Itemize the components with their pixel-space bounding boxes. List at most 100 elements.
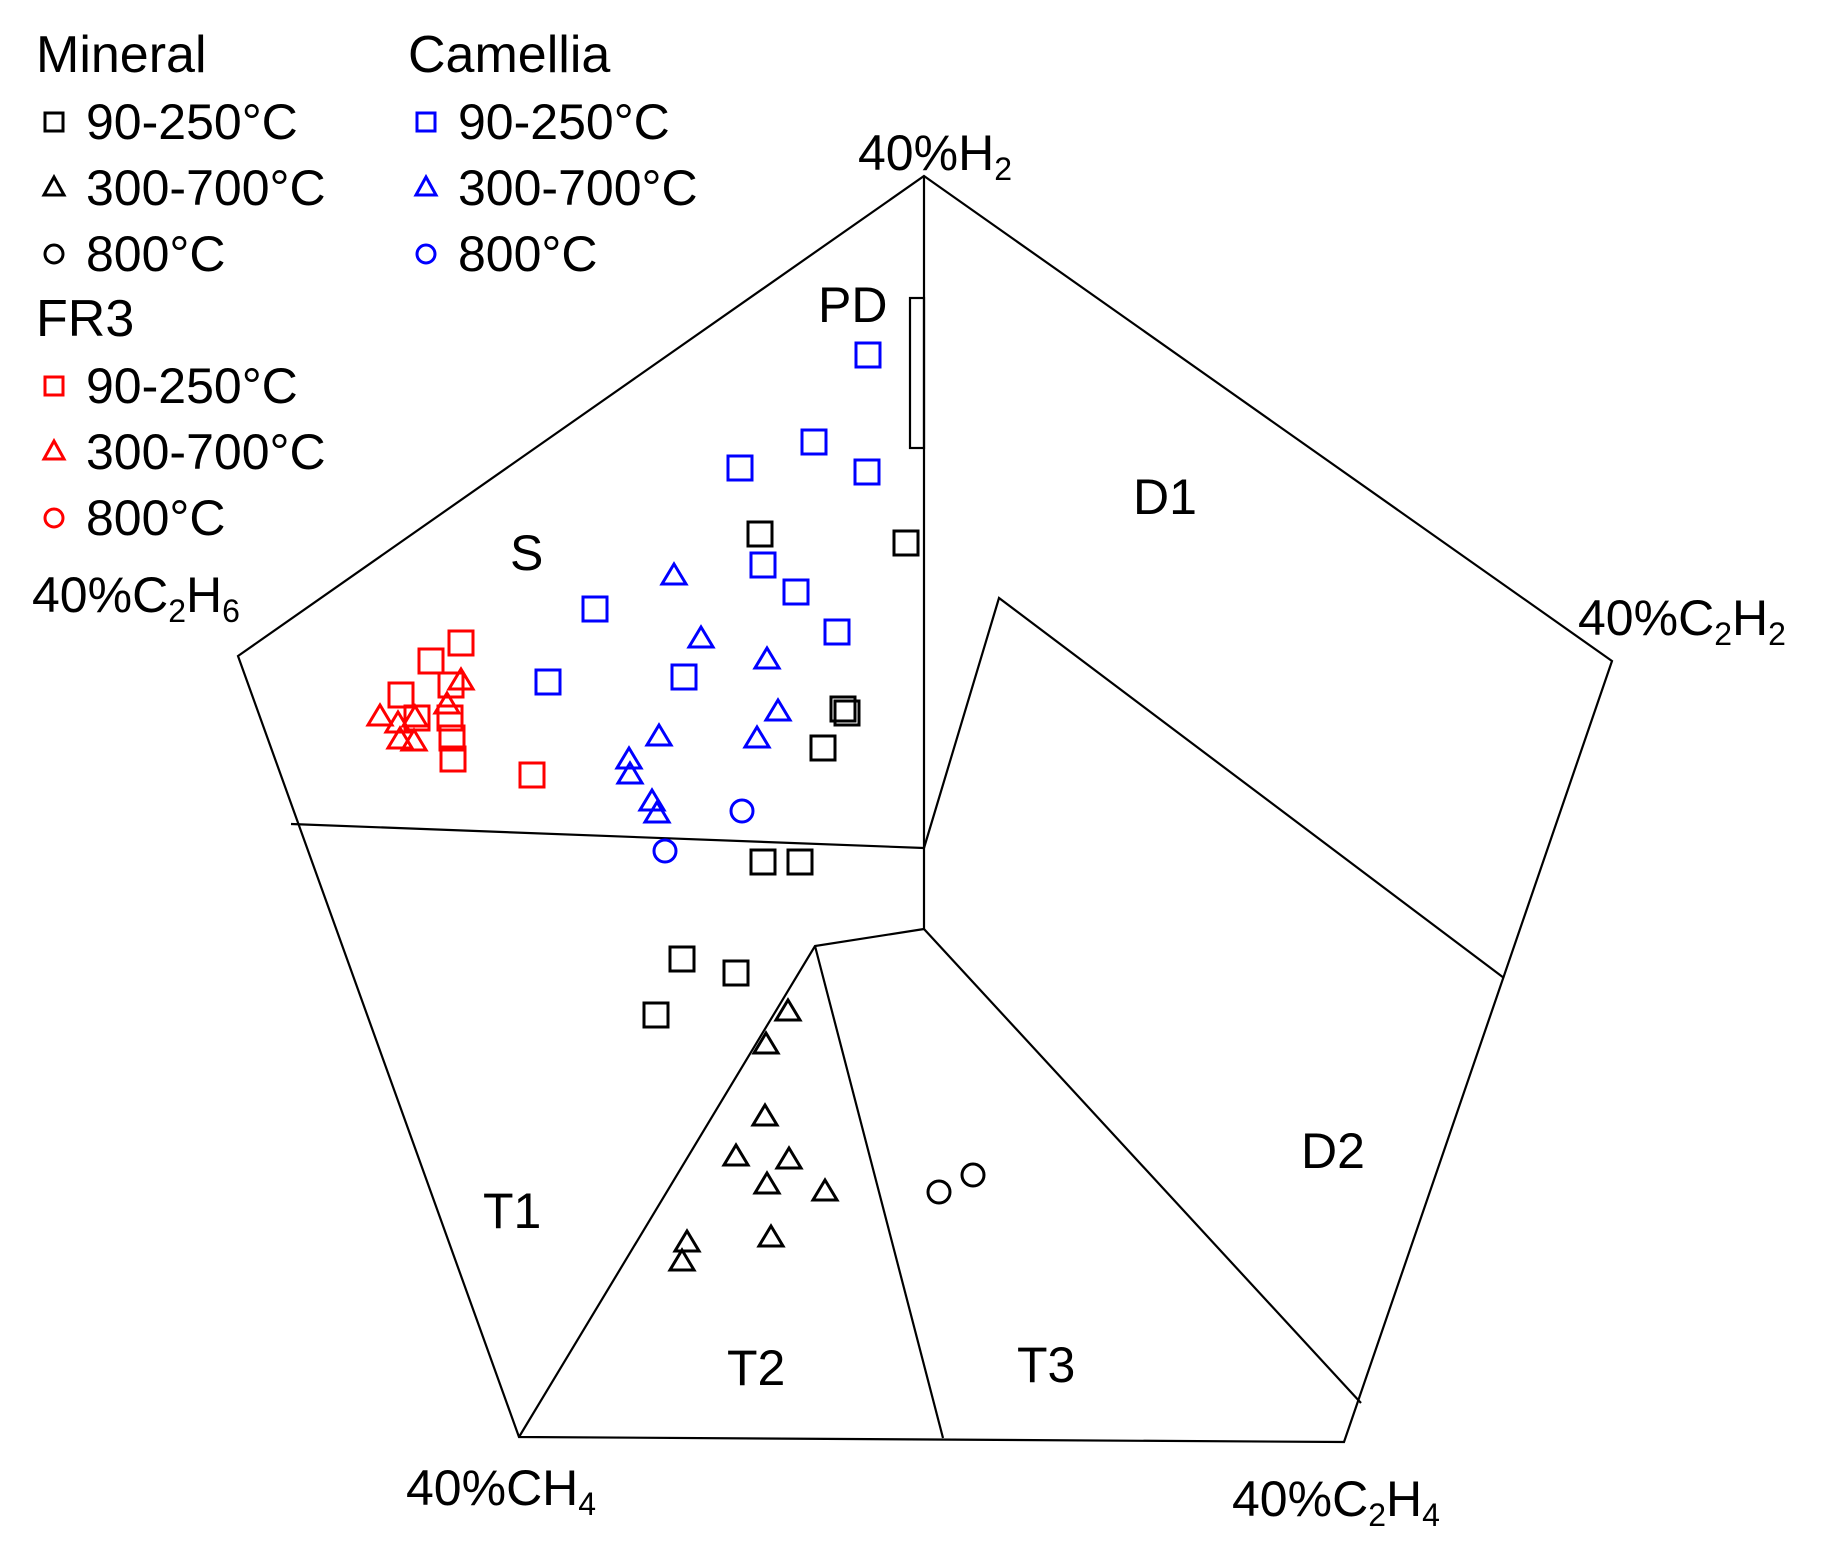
mineral-triangle-point — [672, 1228, 702, 1253]
fr3-triangle-point — [400, 703, 430, 728]
camellia-triangle-point — [686, 624, 716, 649]
fr3-square-point — [447, 629, 475, 657]
zone-labels: PD S D1 D2 T1 T2 T3 — [483, 277, 1365, 1396]
camellia-square-point — [854, 341, 882, 369]
data-points — [365, 341, 986, 1272]
pd-zone-box — [908, 296, 926, 450]
mineral-triangle-point — [773, 997, 803, 1022]
zone-label-s: S — [510, 525, 543, 581]
fr3-square-point — [518, 761, 546, 789]
fr3-square-point — [387, 681, 415, 709]
camellia-triangle-point — [642, 799, 672, 824]
camellia-triangle-point — [644, 722, 674, 747]
legend-marker-circle-icon — [43, 507, 65, 529]
mineral-triangle-point — [810, 1177, 840, 1202]
legend-item-label: 300-700°C — [86, 160, 326, 216]
fr3-square-point — [417, 647, 445, 675]
legend-item-label: 800°C — [458, 226, 598, 282]
legend-group-mineral: Mineral 90-250°C 300-700°C 800°C — [36, 26, 326, 282]
boundary-d1-d2 — [922, 596, 1505, 979]
legend-item-label: 90-250°C — [458, 94, 670, 150]
mineral-square-point — [892, 529, 920, 557]
mineral-triangle-point — [774, 1145, 804, 1170]
camellia-square-point — [581, 595, 609, 623]
fr3-square-point — [439, 745, 467, 773]
mineral-square-point — [833, 699, 861, 727]
legend-item-label: 90-250°C — [86, 358, 298, 414]
mineral-triangle-point — [750, 1102, 780, 1127]
zone-label-d2: D2 — [1301, 1123, 1365, 1179]
camellia-square-point — [670, 663, 698, 691]
mineral-square-point — [746, 520, 774, 548]
mineral-square-point — [722, 959, 750, 987]
camellia-square-point — [853, 458, 881, 486]
legend-marker-circle-icon — [415, 243, 437, 265]
mineral-square-point — [809, 734, 837, 762]
vertex-label-h2: 40%H2 — [858, 125, 1012, 187]
zone-label-d1: D1 — [1133, 469, 1197, 525]
camellia-triangle-point — [742, 724, 772, 749]
legend-marker-triangle-icon — [41, 437, 67, 461]
legend: Mineral 90-250°C 300-700°C 800°C FR3 90-250°C… — [36, 26, 698, 546]
legend-marker-square-icon — [43, 375, 65, 397]
camellia-triangle-point — [659, 561, 689, 586]
zone-label-t2: T2 — [727, 1340, 785, 1396]
mineral-square-point — [786, 848, 814, 876]
camellia-triangle-point — [615, 760, 645, 785]
mineral-square-point — [668, 945, 696, 973]
legend-item-label: 800°C — [86, 490, 226, 546]
legend-group-fr3: FR3 90-250°C 300-700°C 800°C — [36, 290, 326, 546]
mineral-triangle-point — [667, 1247, 697, 1272]
legend-marker-square-icon — [43, 111, 65, 133]
legend-marker-triangle-icon — [413, 173, 439, 197]
mineral-circle-point — [960, 1162, 986, 1188]
fr3-triangle-point — [399, 727, 429, 752]
camellia-triangle-point — [763, 697, 793, 722]
vertex-labels: 40%H2 40%C2H6 40%C2H2 40%CH4 40%C2H4 — [32, 125, 1786, 1533]
zone-label-t1: T1 — [483, 1183, 541, 1239]
legend-marker-triangle-icon — [41, 173, 67, 197]
camellia-square-point — [534, 668, 562, 696]
mineral-square-point — [749, 848, 777, 876]
zone-label-pd: PD — [818, 277, 887, 333]
vertex-label-c2h6: 40%C2H6 — [32, 567, 240, 629]
boundary-t2-t3 — [813, 945, 945, 1439]
vertex-label-ch4: 40%CH4 — [406, 1460, 596, 1522]
camellia-triangle-point — [614, 745, 644, 770]
mineral-square-point — [642, 1001, 670, 1029]
camellia-square-point — [800, 428, 828, 456]
camellia-triangle-point — [752, 645, 782, 670]
fr3-triangle-point — [446, 666, 476, 691]
legend-item-label: 800°C — [86, 226, 226, 282]
mineral-triangle-point — [756, 1223, 786, 1248]
fr3-triangle-point — [432, 690, 462, 715]
mineral-square-point — [829, 695, 857, 723]
mineral-circle-point — [926, 1179, 952, 1205]
boundary-t1-t2 — [518, 927, 925, 1438]
fr3-square-point — [438, 724, 466, 752]
zone-label-t3: T3 — [1017, 1337, 1075, 1393]
boundary-s-t1 — [290, 822, 925, 850]
camellia-square-point — [823, 618, 851, 646]
legend-marker-square-icon — [415, 111, 437, 133]
camellia-circle-point — [652, 838, 678, 864]
camellia-circle-point — [729, 798, 755, 824]
fr3-triangle-point — [385, 725, 415, 750]
legend-item-label: 90-250°C — [86, 94, 298, 150]
legend-item-label: 300-700°C — [86, 424, 326, 480]
vertex-label-c2h2: 40%C2H2 — [1578, 590, 1786, 652]
fr3-square-point — [403, 704, 431, 732]
legend-group-title: Mineral — [36, 26, 207, 84]
legend-marker-circle-icon — [43, 243, 65, 265]
pentagon-outline — [236, 174, 1614, 1444]
vertex-label-c2h4: 40%C2H4 — [1232, 1471, 1440, 1533]
boundary-t3-d2 — [923, 928, 1362, 1404]
legend-group-title: FR3 — [36, 290, 134, 348]
legend-item-label: 300-700°C — [458, 160, 698, 216]
camellia-square-point — [726, 454, 754, 482]
camellia-square-point — [749, 551, 777, 579]
mineral-triangle-point — [721, 1142, 751, 1167]
zone-boundaries — [236, 174, 1614, 1444]
